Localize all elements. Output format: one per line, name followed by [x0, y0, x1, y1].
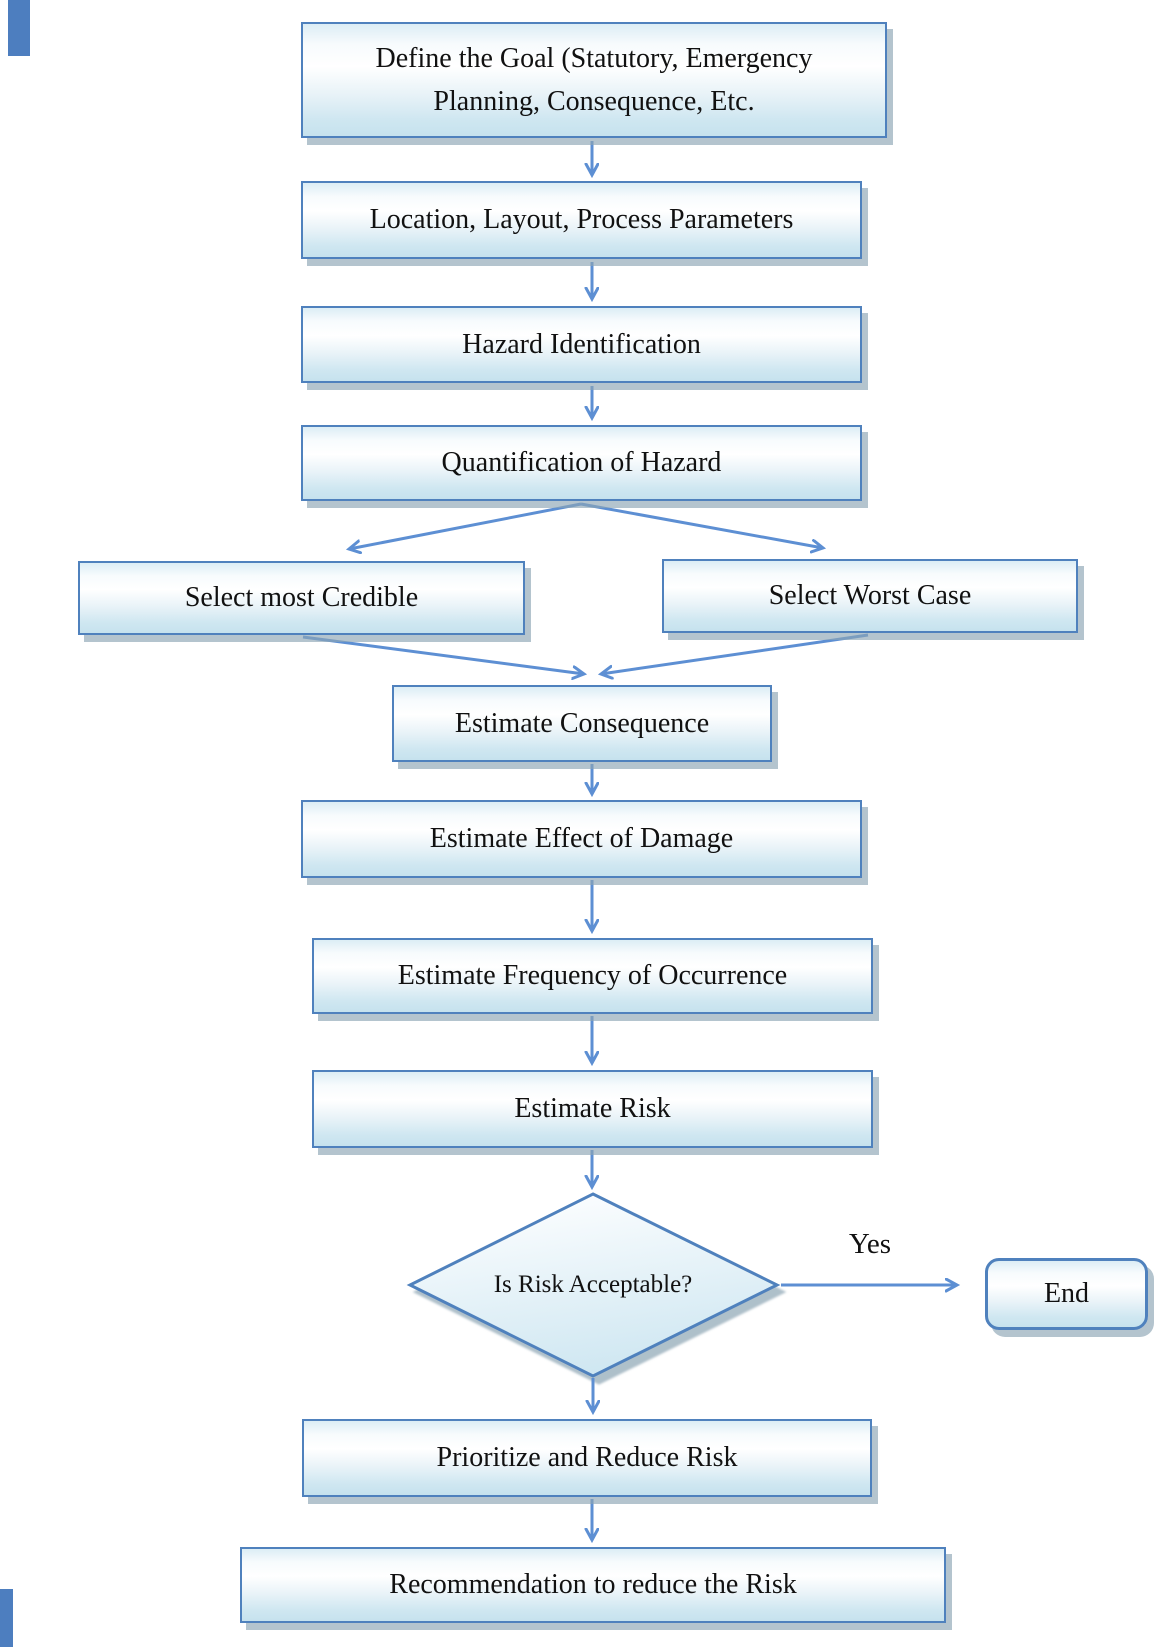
bottom-left-artifact — [0, 1589, 13, 1647]
flow-node-select-worst-case: Select Worst Case — [662, 559, 1078, 633]
flow-node-label: Recommendation to reduce the Risk — [389, 1569, 797, 1601]
flow-node-label: Is Risk Acceptable? — [493, 1270, 693, 1298]
flow-node-label: End — [1043, 1278, 1090, 1310]
flow-node-quantification-hazard: Quantification of Hazard — [301, 425, 862, 501]
flow-node-estimate-frequency: Estimate Frequency of Occurrence — [312, 938, 873, 1014]
arrow — [302, 635, 584, 674]
top-left-artifact — [8, 0, 30, 56]
flow-node-location-layout: Location, Layout, Process Parameters — [301, 181, 862, 259]
edge-label-yes: Yes — [848, 1228, 892, 1260]
flow-node-prioritize-reduce: Prioritize and Reduce Risk — [302, 1419, 872, 1497]
flow-node-label: Quantification of Hazard — [441, 447, 722, 479]
arrow — [349, 502, 582, 549]
flow-node-recommendation: Recommendation to reduce the Risk — [240, 1547, 946, 1623]
flow-node-define-goal: Define the Goal (Statutory, Emergency Pl… — [301, 22, 887, 138]
flow-node-label: Location, Layout, Process Parameters — [369, 204, 794, 236]
flow-node-hazard-identification: Hazard Identification — [301, 306, 862, 383]
flow-node-select-most-credible: Select most Credible — [78, 561, 525, 635]
flow-node-label: Estimate Frequency of Occurrence — [397, 960, 788, 992]
flow-node-estimate-effect-damage: Estimate Effect of Damage — [301, 800, 862, 878]
arrow — [580, 502, 823, 548]
flow-node-estimate-consequence: Estimate Consequence — [392, 685, 772, 762]
flow-node-end: End — [985, 1258, 1148, 1330]
flow-node-label: Define the Goal (Statutory, Emergency Pl… — [375, 42, 813, 117]
flow-node-label: Estimate Risk — [514, 1093, 671, 1125]
flow-node-label: Select Worst Case — [768, 580, 972, 612]
flow-node-label: Estimate Consequence — [454, 707, 710, 739]
decision-diamond-shape — [406, 1192, 781, 1378]
flow-node-label: Estimate Effect of Damage — [429, 823, 734, 855]
flow-node-label: Hazard Identification — [462, 328, 701, 360]
flow-node-label: Select most Credible — [184, 582, 419, 614]
flow-node-is-risk-acceptable: Is Risk Acceptable? — [443, 1216, 743, 1354]
arrow — [601, 633, 869, 674]
flow-node-label: Prioritize and Reduce Risk — [436, 1442, 738, 1474]
flow-node-estimate-risk: Estimate Risk — [312, 1070, 873, 1148]
